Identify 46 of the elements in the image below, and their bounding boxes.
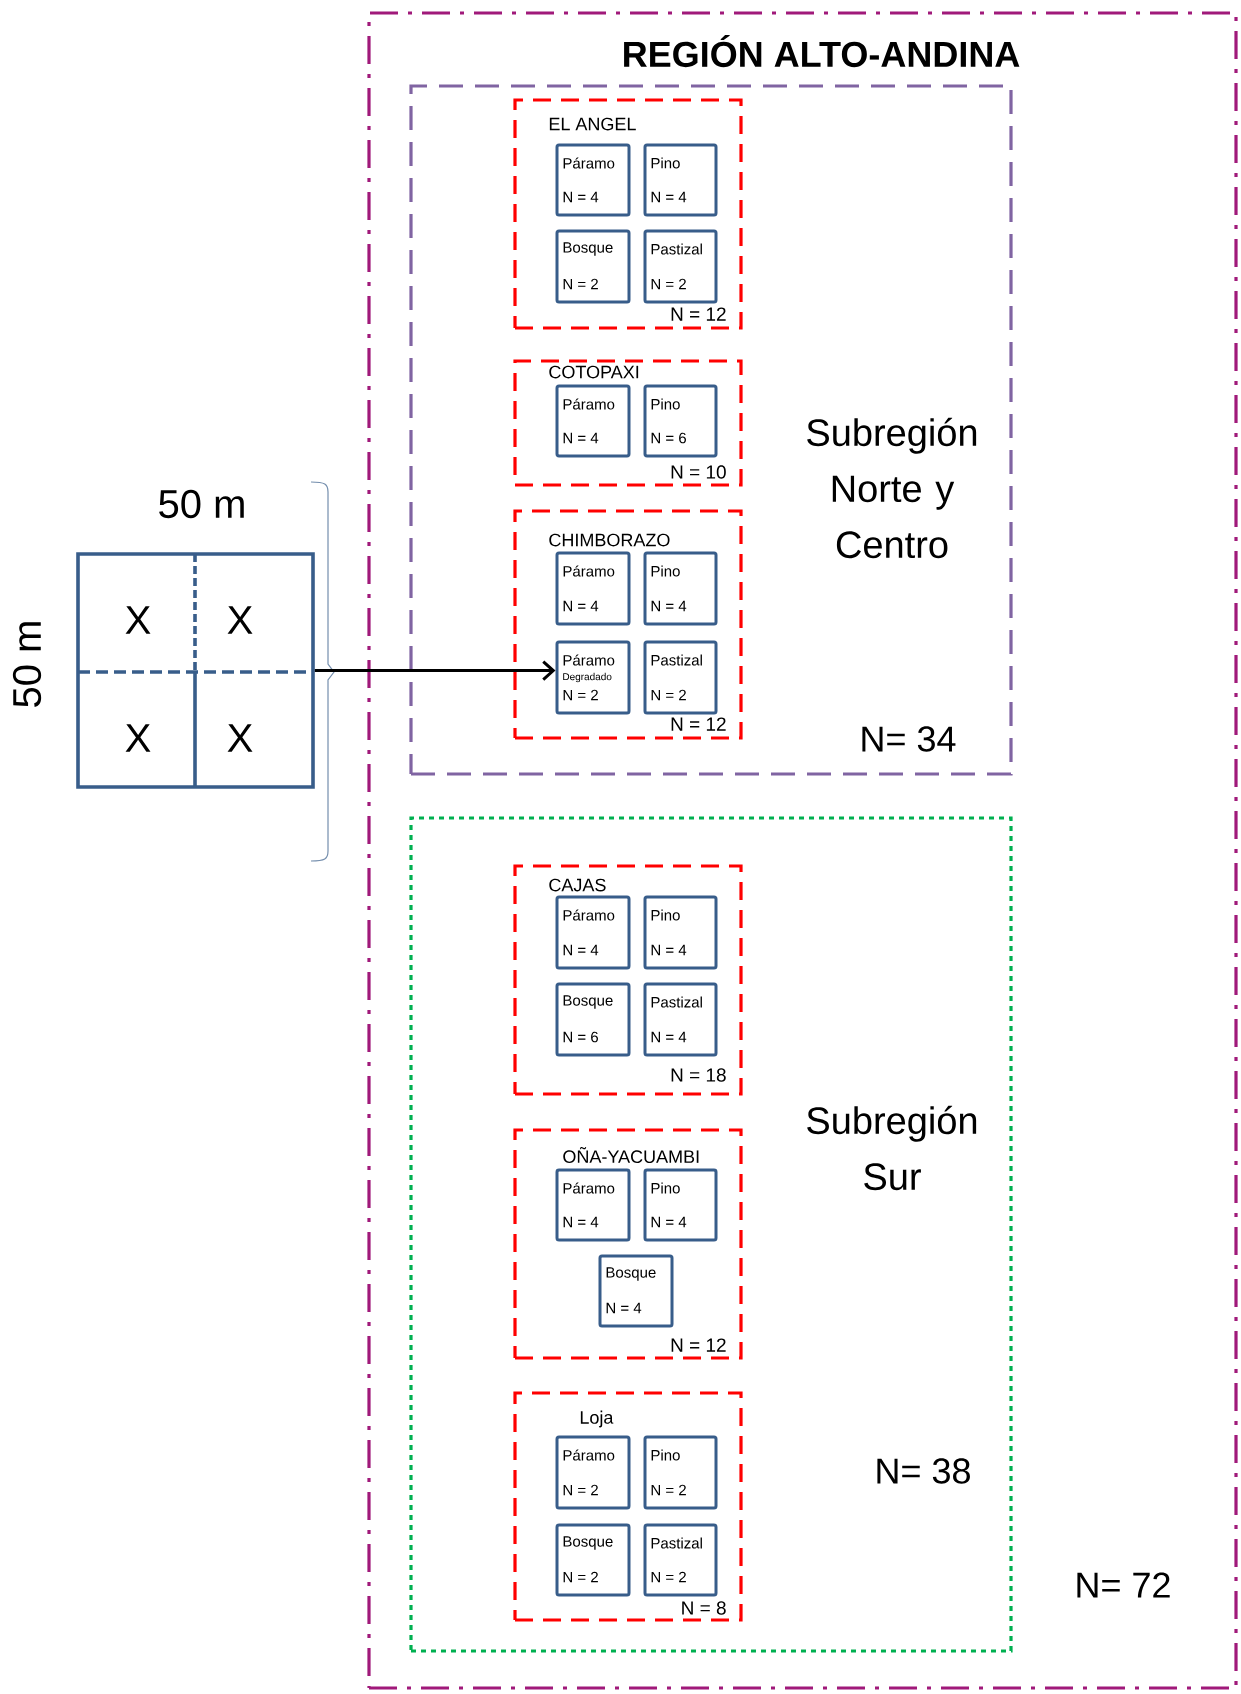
habitat-box: Bosque N = 4 [598,1254,674,1328]
habitat-box: Pastizal N = 2 [643,640,718,715]
arrow [314,660,556,681]
habitat-box: Bosque N = 2 [555,1523,631,1597]
node-label: Subregión Sur [807,1105,977,1191]
habitat-box: Páramo N = 4 [555,551,631,626]
node-label: N= 72 [1077,1572,1170,1598]
habitat-box: Pino N = 4 [643,1168,718,1242]
plot-mark: X [227,724,253,752]
node-label: CAJAS [549,878,606,892]
habitat-box: Bosque N = 2 [555,229,631,304]
node-label: N = 8 [682,1601,726,1615]
habitat-box: Páramo N = 2 [555,1435,631,1510]
dimension-label: 50 m [12,622,42,707]
habitat-box: Páramo N = 4 [555,143,631,217]
node-label: EL ANGEL [549,117,636,131]
habitat-box: Páramo N = 4 [555,895,631,970]
node-label: OÑA-YACUAMBI [563,1147,699,1164]
node-label: N= 38 [877,1458,970,1484]
plot-mark: X [125,724,151,752]
node-label: N = 12 [671,307,726,321]
habitat-box: Pastizal N = 2 [643,1523,718,1597]
node-label: N= 34 [862,726,956,752]
node-label: COTOPAXI [549,365,639,379]
node-label: N = 10 [671,465,726,479]
habitat-box: Páramo N = 4 [555,1168,631,1242]
node-label: N = 18 [671,1068,726,1082]
node-label: Loja [580,1410,614,1428]
habitat-box: Páramo Degradado N = 2 [555,640,631,715]
node-label: CHIMBORAZO [549,533,670,547]
node-label: N = 12 [671,1338,726,1352]
plot-mark: X [227,606,253,634]
habitat-box: Pastizal N = 2 [643,229,718,304]
dimension-label: 50 m [159,489,244,519]
habitat-box: Pino N = 4 [643,895,718,970]
node-label: Subregión Norte y Centro [807,417,977,559]
diagram-title: REGIÓN ALTO-ANDINA [624,34,1020,68]
habitat-box: Pino N = 4 [643,143,718,217]
habitat-box: Pino N = 6 [643,384,718,458]
habitat-box: Pastizal N = 4 [643,982,718,1057]
plot-mark: X [125,606,151,634]
node-label: N = 12 [671,717,726,731]
habitat-box: Pino N = 4 [643,551,718,626]
habitat-box: Pino N = 2 [643,1435,718,1510]
habitat-box: Bosque N = 6 [555,982,631,1057]
habitat-box: Páramo N = 4 [555,384,631,458]
